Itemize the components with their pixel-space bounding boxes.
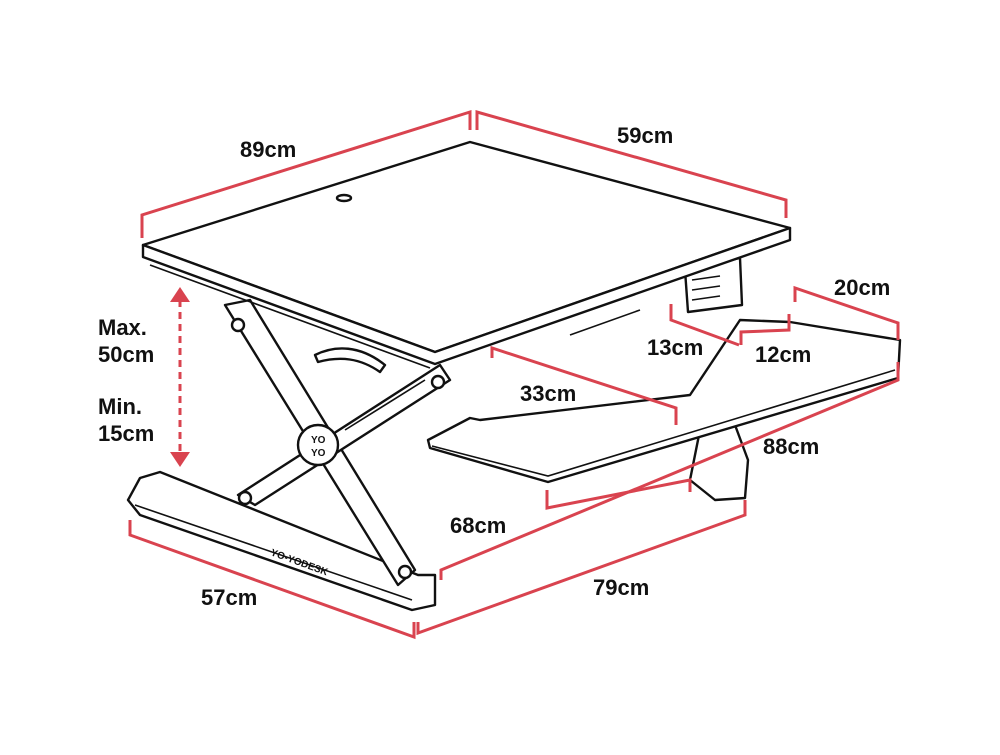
dim-line-base-depth xyxy=(128,520,416,640)
cable-hole xyxy=(335,193,353,203)
dim-line-notch-b xyxy=(739,314,791,345)
base-frame xyxy=(126,470,437,612)
desk-drawing: YO-YODESK YO YO xyxy=(126,140,902,612)
dimension-lines xyxy=(128,109,900,640)
label-height-min-1: Min. xyxy=(98,394,142,419)
label-notch-b: 12cm xyxy=(755,342,811,367)
release-handle xyxy=(313,347,387,374)
dim-line-base-width xyxy=(416,500,747,636)
svg-text:YO: YO xyxy=(311,448,326,459)
label-tray-width: 88cm xyxy=(763,434,819,459)
label-base-inner: 68cm xyxy=(450,513,506,538)
arrow-up-icon xyxy=(170,287,190,302)
label-top-depth: 59cm xyxy=(617,123,673,148)
label-height-max-2: 50cm xyxy=(98,342,154,367)
desktop-edge xyxy=(141,226,792,366)
arrow-down-icon xyxy=(170,452,190,467)
logo-text: YO xyxy=(311,435,326,446)
dim-line-base-inner xyxy=(545,478,692,510)
label-base-depth: 57cm xyxy=(201,585,257,610)
label-top-width: 89cm xyxy=(240,137,296,162)
gas-spring xyxy=(344,379,426,431)
label-tray-inner: 33cm xyxy=(520,381,576,406)
label-tray-depth: 20cm xyxy=(834,275,890,300)
dim-line-top-depth xyxy=(475,110,788,218)
label-height-max-1: Max. xyxy=(98,315,147,340)
label-base-width: 79cm xyxy=(593,575,649,600)
dim-line-tray-width xyxy=(439,362,900,580)
dim-line-notch-a xyxy=(669,304,740,347)
label-height-min-2: 15cm xyxy=(98,421,154,446)
label-notch-a: 13cm xyxy=(647,335,703,360)
yoyo-logo-hub xyxy=(296,423,340,467)
handle-slot xyxy=(569,309,641,336)
dim-line-top-width xyxy=(140,109,472,238)
dim-line-tray-inner xyxy=(490,345,678,425)
dim-line-tray-depth xyxy=(793,285,900,340)
